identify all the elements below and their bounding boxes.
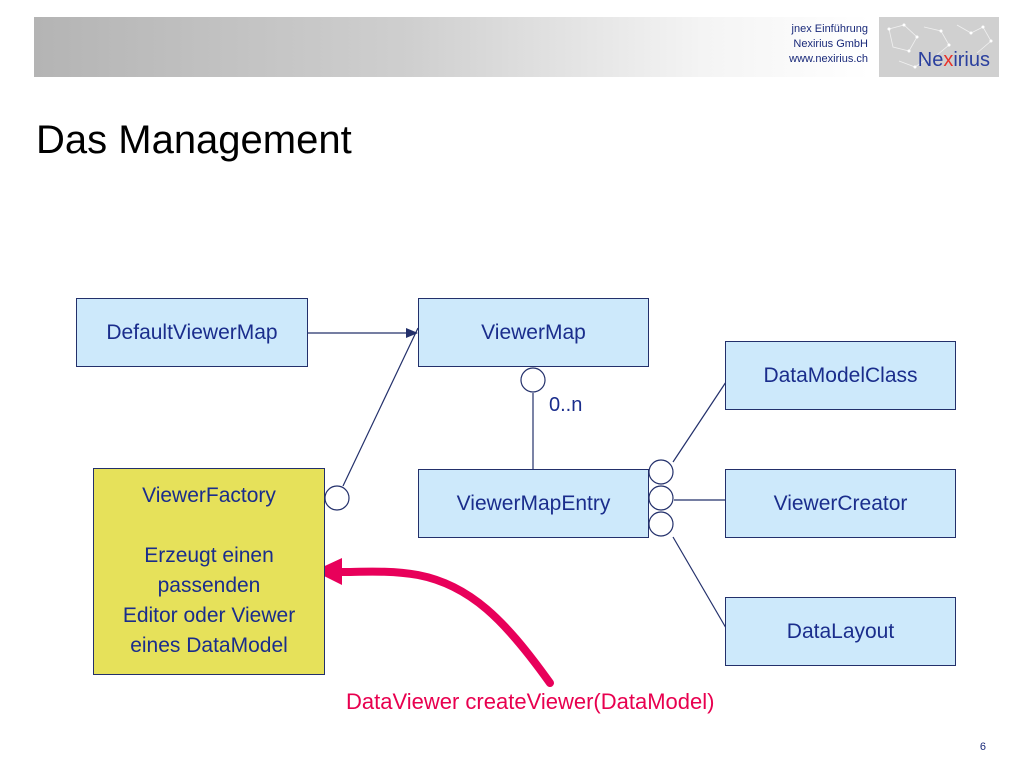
logo-wordmark: Nexirius <box>917 49 990 71</box>
header-company: Nexirius GmbH <box>793 38 868 50</box>
factory-name: ViewerFactory <box>142 484 276 507</box>
edge-entry-to-datalayout <box>672 536 727 629</box>
header-course: jnex Einführung <box>791 23 868 35</box>
box-viewer-creator: ViewerCreator <box>725 469 956 538</box>
composition-circle-datalayout <box>648 511 674 537</box>
company-logo: Nexirius <box>879 17 999 77</box>
factory-desc-line1: Erzeugt einen <box>144 544 274 567</box>
factory-desc-line3: Editor oder Viewer <box>122 604 296 627</box>
box-data-model-class: DataModelClass <box>725 341 956 410</box>
box-viewer-map-entry: ViewerMapEntry <box>418 469 649 538</box>
header-website[interactable]: www.nexirius.ch <box>789 53 868 65</box>
box-default-viewer-map: DefaultViewerMap <box>76 298 308 367</box>
method-call-arrow <box>314 558 554 687</box>
page-number: 6 <box>979 741 986 753</box>
box-viewer-map: ViewerMap <box>418 298 649 367</box>
composition-circle-viewercreator <box>648 485 674 511</box>
header-bar <box>34 17 870 77</box>
slide-title: Das Management <box>36 118 352 162</box>
edge-entry-to-datamodelclass <box>672 381 727 463</box>
method-signature: DataViewer createViewer(DataModel) <box>346 689 715 714</box>
constellation-graphic <box>887 23 993 69</box>
header-info: jnex Einführung Nexirius GmbH www.nexiri… <box>789 22 868 67</box>
composition-circle-datamodelclass <box>648 459 674 485</box>
multiplicity-label: 0..n <box>549 394 583 416</box>
composition-circle-factory <box>324 485 350 511</box>
box-data-layout: DataLayout <box>725 597 956 666</box>
factory-desc-line2: passenden <box>157 574 261 597</box>
edge-factory-to-viewermap <box>342 327 419 487</box>
factory-desc-line4: eines DataModel <box>130 634 288 657</box>
box-viewer-factory: ViewerFactory Erzeugt einen passenden Ed… <box>93 468 325 675</box>
composition-circle-viewermap <box>520 367 546 393</box>
